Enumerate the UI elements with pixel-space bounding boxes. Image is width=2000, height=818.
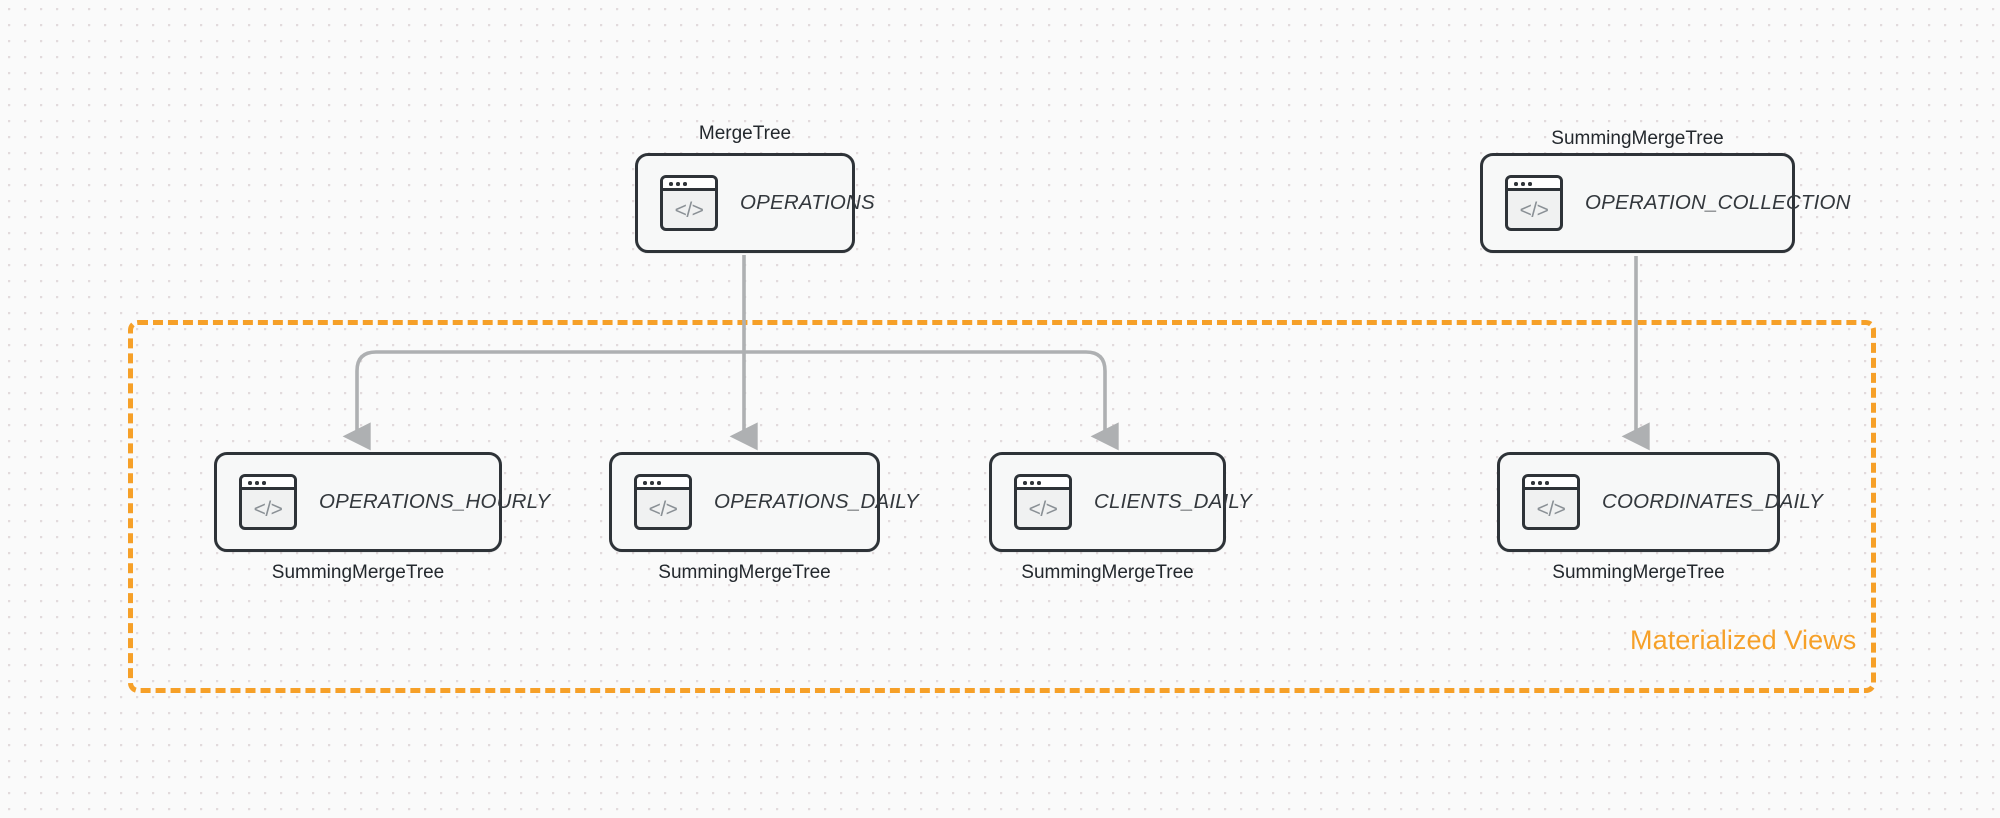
engine-caption-operations-daily: SummingMergeTree bbox=[658, 562, 831, 583]
engine-caption-operations: MergeTree bbox=[698, 123, 792, 144]
node-operations[interactable]: </> OPERATIONS bbox=[635, 153, 875, 253]
engine-caption-operation-collection: SummingMergeTree bbox=[1551, 128, 1724, 149]
materialized-views-group-frame bbox=[128, 320, 1876, 693]
code-glyph: </> bbox=[1519, 198, 1549, 222]
node-operations-hourly[interactable]: </> OPERATIONS_HOURLY bbox=[214, 452, 550, 552]
engine-caption-clients-daily: SummingMergeTree bbox=[1021, 562, 1194, 583]
code-glyph: </> bbox=[648, 497, 678, 521]
node-clients-daily[interactable]: </> CLIENTS_DAILY bbox=[989, 452, 1252, 552]
code-glyph: </> bbox=[1536, 497, 1566, 521]
node-operation-collection[interactable]: </> OPERATION_COLLECTION bbox=[1480, 153, 1850, 253]
node-coordinates-daily[interactable]: </> COORDINATES_DAILY bbox=[1497, 452, 1823, 552]
code-window-icon: </> bbox=[634, 474, 692, 530]
node-label-operation-collection: OPERATION_COLLECTION bbox=[1585, 191, 1851, 214]
engine-caption-operations-hourly: SummingMergeTree bbox=[271, 562, 445, 583]
code-glyph: </> bbox=[1028, 497, 1058, 521]
materialized-views-group-caption: Materialized Views bbox=[1630, 625, 1857, 655]
code-window-icon: </> bbox=[239, 474, 297, 530]
node-label-clients-daily: CLIENTS_DAILY bbox=[1094, 490, 1252, 513]
code-window-icon: </> bbox=[1522, 474, 1580, 530]
code-glyph: </> bbox=[674, 198, 704, 222]
node-operations-daily[interactable]: </> OPERATIONS_DAILY bbox=[609, 452, 919, 552]
node-label-coordinates-daily: COORDINATES_DAILY bbox=[1602, 490, 1823, 513]
engine-caption-coordinates-daily: SummingMergeTree bbox=[1552, 562, 1725, 583]
node-label-operations-hourly: OPERATIONS_HOURLY bbox=[319, 490, 551, 513]
code-glyph: </> bbox=[253, 497, 283, 521]
node-label-operations-daily: OPERATIONS_DAILY bbox=[714, 490, 919, 513]
code-window-icon: </> bbox=[1014, 474, 1072, 530]
code-window-icon: </> bbox=[1505, 175, 1563, 231]
node-label-operations: OPERATIONS bbox=[740, 191, 875, 214]
code-window-icon: </> bbox=[660, 175, 718, 231]
